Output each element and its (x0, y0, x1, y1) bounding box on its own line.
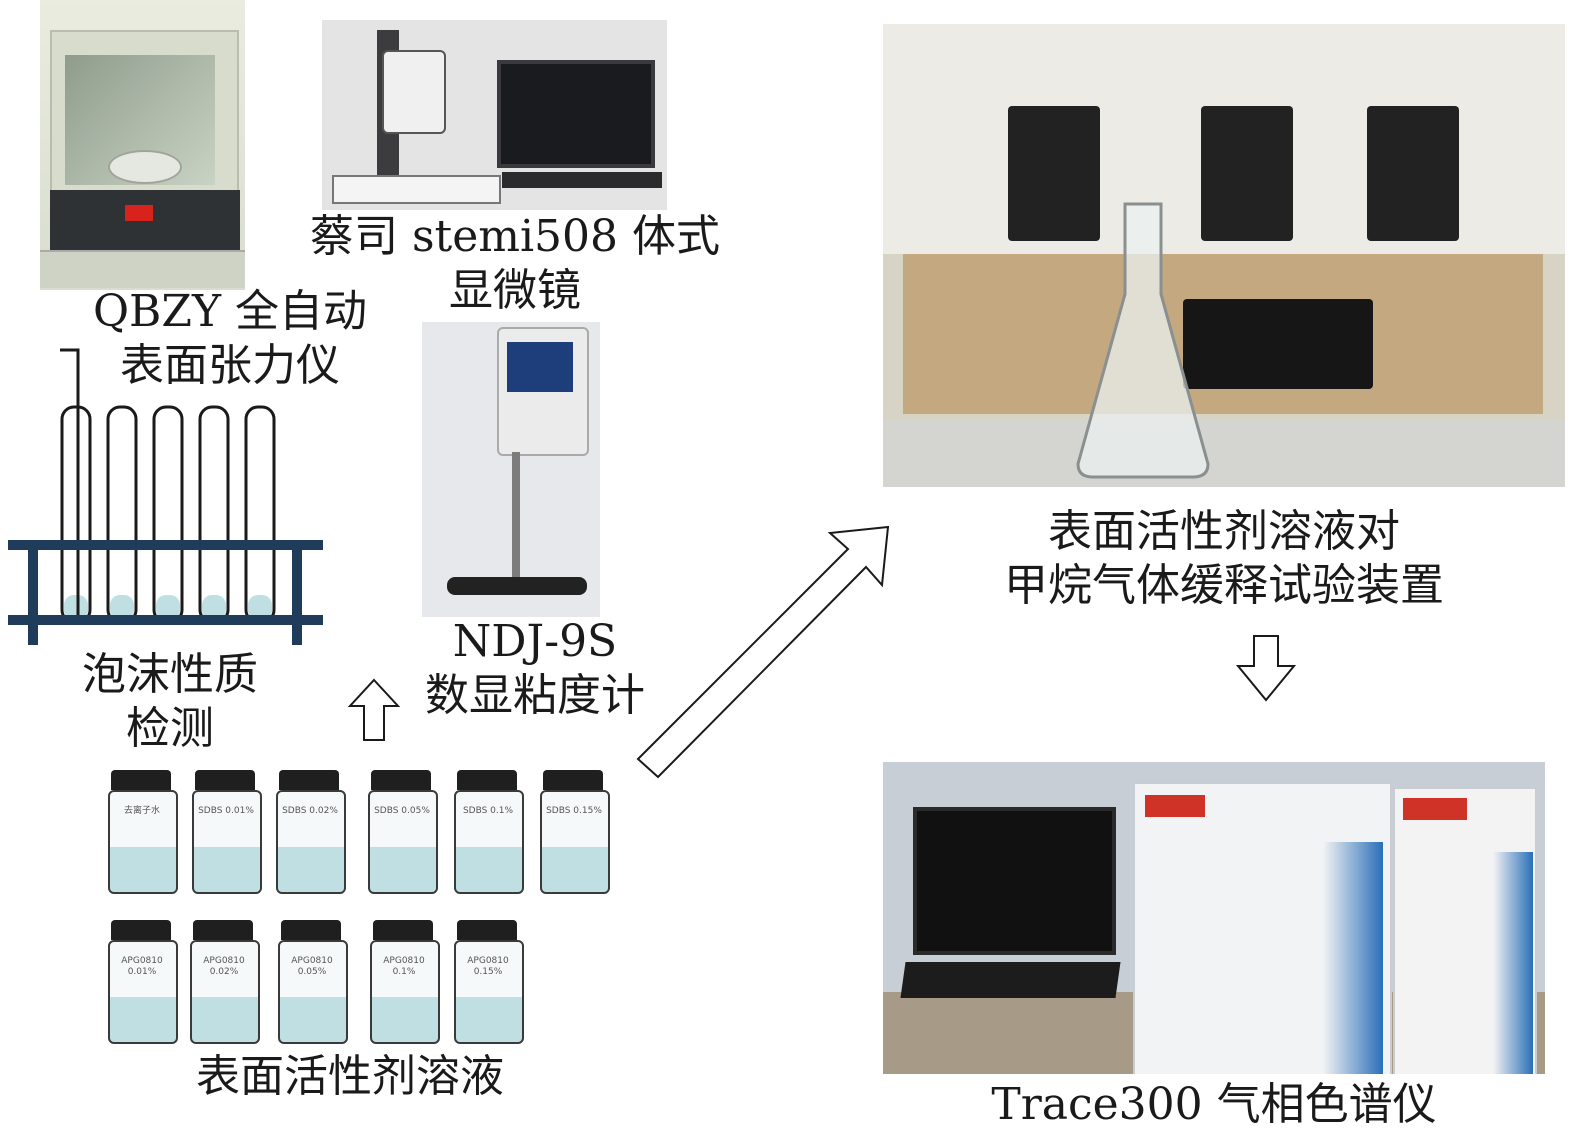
solution-bottle (368, 790, 438, 894)
foam-test-rig-drawing (8, 348, 323, 645)
bottle-cap (281, 920, 341, 940)
viscometer-caption-line1: NDJ-9S (452, 616, 618, 667)
bottle-label: APG0810 0.01% (121, 956, 163, 977)
apparatus-caption-line2: 甲烷气体缓释试验装置 (1004, 560, 1444, 611)
apparatus-caption-line1: 表面活性剂溶液对 (1048, 506, 1400, 557)
tensiometer-caption: QBZY 全自动 表面张力仪 (40, 285, 420, 393)
bottle-cap (111, 920, 171, 940)
up-arrow (347, 678, 401, 741)
tensiometer-caption-line1: QBZY 全自动 (92, 286, 367, 337)
foam-caption: 泡沫性质 检测 (40, 648, 300, 756)
bottle-cap (279, 770, 339, 790)
bottle-cap (373, 920, 433, 940)
foam-caption-line2: 检测 (126, 703, 214, 754)
bottle-cap (457, 920, 517, 940)
gas-chromatograph-photo (883, 762, 1545, 1074)
bottle-label: APG0810 0.15% (467, 956, 509, 977)
bottle-label: APG0810 0.05% (291, 956, 333, 977)
viscometer-caption: NDJ-9S 数显粘度计 (385, 615, 685, 723)
bottle-label: SDBS 0.05% (374, 806, 430, 816)
microscope-caption: 蔡司 stemi508 体式 显微镜 (290, 210, 740, 318)
solutions-caption: 表面活性剂溶液 (196, 1051, 504, 1102)
solution-bottle (278, 940, 348, 1044)
tensiometer-photo (40, 0, 245, 290)
down-arrow (1235, 635, 1297, 702)
solution-bottle (108, 790, 178, 894)
solution-bottle (454, 790, 524, 894)
bottle-cap (457, 770, 517, 790)
tensiometer-caption-line2: 表面张力仪 (120, 340, 340, 391)
bottle-cap (111, 770, 171, 790)
solution-bottle (192, 790, 262, 894)
diagonal-arrow (636, 525, 890, 779)
bottle-label: APG0810 0.1% (383, 956, 425, 977)
gc-caption: Trace300 气相色谱仪 (991, 1079, 1437, 1130)
solution-bottle (540, 790, 610, 894)
bottle-label: APG0810 0.02% (203, 956, 245, 977)
apparatus-caption: 表面活性剂溶液对 甲烷气体缓释试验装置 (883, 505, 1565, 613)
bottle-label: SDBS 0.01% (198, 806, 254, 816)
viscometer-photo (422, 322, 600, 617)
solution-bottle (370, 940, 440, 1044)
foam-caption-line1: 泡沫性质 (82, 649, 258, 700)
bottle-label: 去离子水 (123, 806, 160, 816)
microscope-caption-line2: 显微镜 (449, 265, 581, 316)
bottle-cap (193, 920, 253, 940)
viscometer-caption-line2: 数显粘度计 (425, 670, 645, 721)
microscope-caption-line1: 蔡司 stemi508 体式 (309, 211, 721, 262)
methane-release-apparatus-photo (883, 24, 1565, 487)
bottle-cap (195, 770, 255, 790)
solution-bottle (454, 940, 524, 1044)
bottle-label: SDBS 0.02% (282, 806, 338, 816)
bottle-label: SDBS 0.15% (546, 806, 602, 816)
solution-bottle (108, 940, 178, 1044)
microscope-photo (322, 20, 667, 210)
solution-bottle (190, 940, 260, 1044)
bottle-cap (543, 770, 603, 790)
bottle-cap (371, 770, 431, 790)
bottle-label: SDBS 0.1% (462, 806, 514, 816)
solution-bottle (276, 790, 346, 894)
